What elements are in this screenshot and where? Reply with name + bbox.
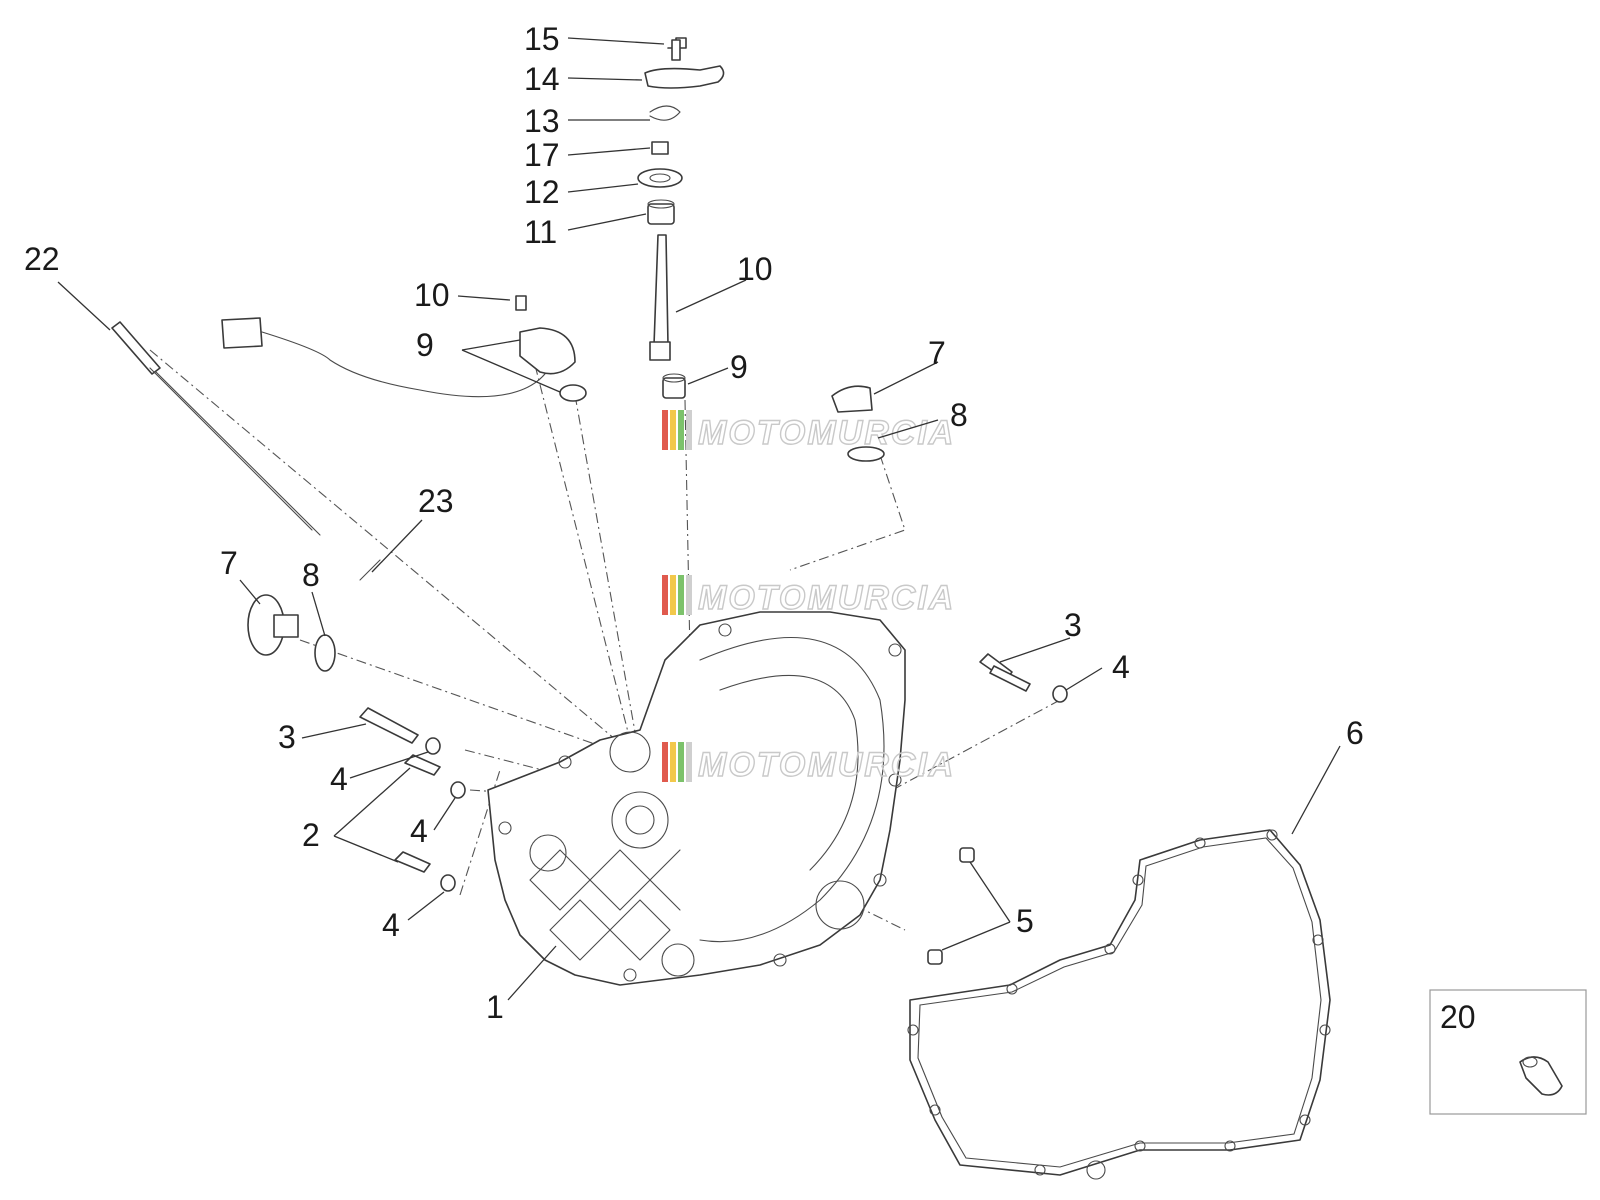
callout-18: 14 — [524, 61, 560, 97]
callout-3-left: 3 — [278, 719, 296, 755]
callout-12: 8 — [950, 397, 968, 433]
watermarks: MOTOMURCIA MOTOMURCIA MOTOMURCIA — [662, 410, 955, 785]
callout-1: 1 — [486, 989, 504, 1025]
callout-5: 5 — [1016, 903, 1034, 939]
callout-7: 7 — [220, 545, 238, 581]
callout-15: 11 — [524, 214, 557, 250]
clip-part — [1519, 1056, 1563, 1096]
stripe-grey — [686, 742, 692, 782]
dipstick-part — [111, 321, 321, 536]
watermark: MOTOMURCIA — [662, 410, 955, 453]
callout-6: 6 — [1346, 715, 1364, 751]
callout-22: 22 — [24, 241, 60, 277]
watermark-text: MOTOMURCIA — [698, 579, 955, 617]
callout-19: 15 — [524, 21, 560, 57]
callout-2: 2 — [302, 817, 320, 853]
inset-box-20: 20 — [1429, 989, 1587, 1115]
stripe-green — [678, 410, 684, 450]
watermark: MOTOMURCIA — [662, 742, 955, 785]
watermark: MOTOMURCIA — [662, 575, 955, 618]
gasket-part — [907, 829, 1331, 1180]
callout-8: 8 — [302, 557, 320, 593]
callout-4-left-top: 4 — [330, 761, 348, 797]
stripe-green — [678, 575, 684, 615]
clutch-cover-part — [487, 611, 906, 986]
callout-11: 7 — [928, 335, 946, 371]
callout-14: 10 — [737, 251, 773, 287]
stripe-grey — [686, 410, 692, 450]
callouts: 15 14 13 17 12 11 10 9 7 8 10 9 22 23 7 … — [24, 21, 1364, 1025]
callout-9: 9 — [416, 327, 434, 363]
sensor-part — [221, 295, 587, 402]
callout-23: 23 — [418, 483, 454, 519]
callout-17: 13 — [524, 103, 560, 139]
leader-lines — [57, 37, 1341, 1001]
callout-3-right: 3 — [1064, 607, 1082, 643]
callout-4-right: 4 — [1112, 649, 1130, 685]
stripe-red — [662, 742, 668, 782]
callout-4-left-bottom: 4 — [382, 907, 400, 943]
stripe-grey — [686, 575, 692, 615]
watermark-text: MOTOMURCIA — [698, 414, 955, 452]
stripe-yellow — [670, 742, 676, 782]
stripe-red — [662, 575, 668, 615]
small-parts — [247, 385, 1068, 965]
callout-13: 9 — [730, 349, 748, 385]
callout-10: 10 — [414, 277, 450, 313]
callout-21: 17 — [524, 137, 560, 173]
stripe-red — [662, 410, 668, 450]
stripe-green — [678, 742, 684, 782]
watermark-text: MOTOMURCIA — [698, 746, 955, 784]
callout-4-left-mid: 4 — [410, 813, 428, 849]
callout-16: 12 — [524, 174, 560, 210]
stripe-yellow — [670, 410, 676, 450]
stripe-yellow — [670, 575, 676, 615]
inset-callout-20: 20 — [1440, 999, 1476, 1035]
shift-shaft-stack — [637, 37, 725, 399]
